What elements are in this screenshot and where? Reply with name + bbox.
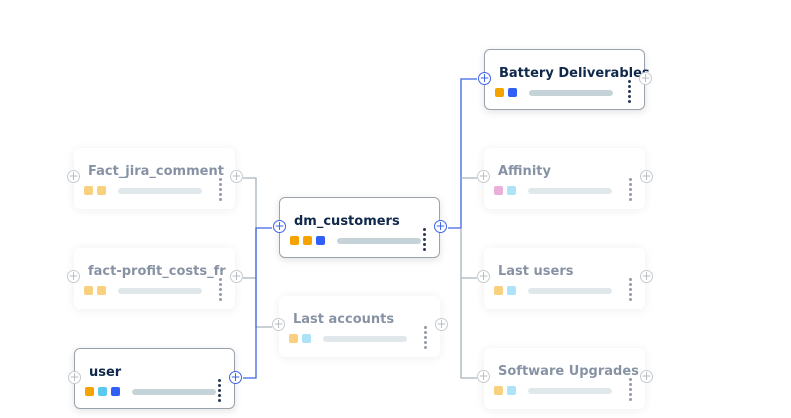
- wire-affinity: [460, 177, 477, 379]
- add-right-plus-icon[interactable]: +: [640, 269, 653, 283]
- more-options-icon[interactable]: [629, 278, 632, 301]
- more-options-icon[interactable]: [218, 379, 221, 402]
- tag-chip-orange: [84, 186, 93, 195]
- tag-chip-orange: [97, 286, 106, 295]
- tag-chip-light-blue: [302, 334, 311, 343]
- placeholder-bar: [529, 89, 613, 96]
- more-options-icon[interactable]: [629, 178, 632, 201]
- tag-chip-blue: [508, 88, 517, 97]
- tag-chip-light-blue: [98, 387, 107, 396]
- node-fact-jira[interactable]: Fact_jira_comment + +: [67, 148, 243, 209]
- add-left-plus-icon[interactable]: +: [477, 369, 490, 383]
- more-options-icon[interactable]: [628, 80, 631, 103]
- tag-chip-orange: [494, 386, 503, 395]
- add-left-plus-icon[interactable]: +: [477, 169, 490, 183]
- node-dm-customers[interactable]: dm_customers + +: [273, 197, 447, 258]
- more-options-icon[interactable]: [219, 178, 222, 201]
- node-title: user: [89, 365, 122, 380]
- node-fact-profit[interactable]: fact-profit_costs_fr + +: [67, 248, 243, 309]
- add-right-plus-icon[interactable]: +: [640, 369, 653, 383]
- more-options-icon[interactable]: [219, 278, 222, 301]
- wire-battery: [448, 78, 477, 229]
- placeholder-bar: [323, 335, 407, 342]
- placeholder-bar: [528, 187, 612, 194]
- wire-fact-jira: [243, 177, 257, 228]
- add-left-plus-icon[interactable]: +: [478, 71, 491, 85]
- node-title: Last users: [498, 264, 574, 279]
- placeholder-bar: [528, 387, 612, 394]
- add-right-plus-icon[interactable]: +: [640, 169, 653, 183]
- node-battery[interactable]: Battery Deliverables + +: [478, 49, 652, 110]
- tag-chip-light-blue: [507, 386, 516, 395]
- tag-chip-orange: [290, 236, 299, 245]
- placeholder-bar: [337, 237, 421, 244]
- tag-chip-blue: [111, 387, 120, 396]
- placeholder-bar: [528, 287, 612, 294]
- more-options-icon[interactable]: [629, 378, 632, 401]
- more-options-icon[interactable]: [424, 326, 427, 349]
- node-title: Last accounts: [293, 312, 395, 327]
- placeholder-bar: [118, 187, 202, 194]
- node-last-users[interactable]: Last users + +: [477, 248, 653, 309]
- node-last-accounts[interactable]: Last accounts + +: [272, 296, 448, 357]
- add-left-plus-icon[interactable]: +: [273, 219, 286, 233]
- add-right-plus-icon[interactable]: +: [435, 317, 448, 331]
- node-title: Fact_jira_comment: [88, 164, 224, 179]
- tag-chip-orange: [495, 88, 504, 97]
- add-right-plus-icon[interactable]: +: [229, 370, 242, 384]
- node-user[interactable]: user + +: [68, 348, 242, 409]
- tag-chip-orange: [303, 236, 312, 245]
- node-title: Affinity: [498, 164, 551, 179]
- node-title: Battery Deliverables: [499, 66, 650, 81]
- add-right-plus-icon[interactable]: +: [434, 219, 447, 233]
- tag-chip-orange: [97, 186, 106, 195]
- tag-chip-orange: [84, 286, 93, 295]
- add-left-plus-icon[interactable]: +: [477, 269, 490, 283]
- tag-chip-orange: [289, 334, 298, 343]
- tag-chip-orange: [85, 387, 94, 396]
- add-left-plus-icon[interactable]: +: [272, 317, 285, 331]
- wire-last-accounts: [255, 228, 272, 328]
- add-right-plus-icon[interactable]: +: [230, 269, 243, 283]
- node-title: dm_customers: [294, 214, 400, 229]
- add-left-plus-icon[interactable]: +: [67, 169, 80, 183]
- wire-user: [243, 227, 272, 379]
- placeholder-bar: [118, 287, 202, 294]
- more-options-icon[interactable]: [423, 228, 426, 251]
- node-affinity[interactable]: Affinity + +: [477, 148, 653, 209]
- tag-chip-light-blue: [507, 286, 516, 295]
- tag-chip-pink: [494, 186, 503, 195]
- placeholder-bar: [132, 388, 216, 395]
- add-left-plus-icon[interactable]: +: [67, 269, 80, 283]
- add-right-plus-icon[interactable]: +: [230, 169, 243, 183]
- node-software[interactable]: Software Upgrades + +: [477, 348, 653, 409]
- add-left-plus-icon[interactable]: +: [68, 370, 81, 384]
- node-title: fact-profit_costs_fr: [88, 264, 226, 279]
- tag-chip-blue: [316, 236, 325, 245]
- add-right-plus-icon[interactable]: +: [639, 71, 652, 85]
- node-title: Software Upgrades: [498, 364, 639, 379]
- tag-chip-light-blue: [507, 186, 516, 195]
- tag-chip-orange: [494, 286, 503, 295]
